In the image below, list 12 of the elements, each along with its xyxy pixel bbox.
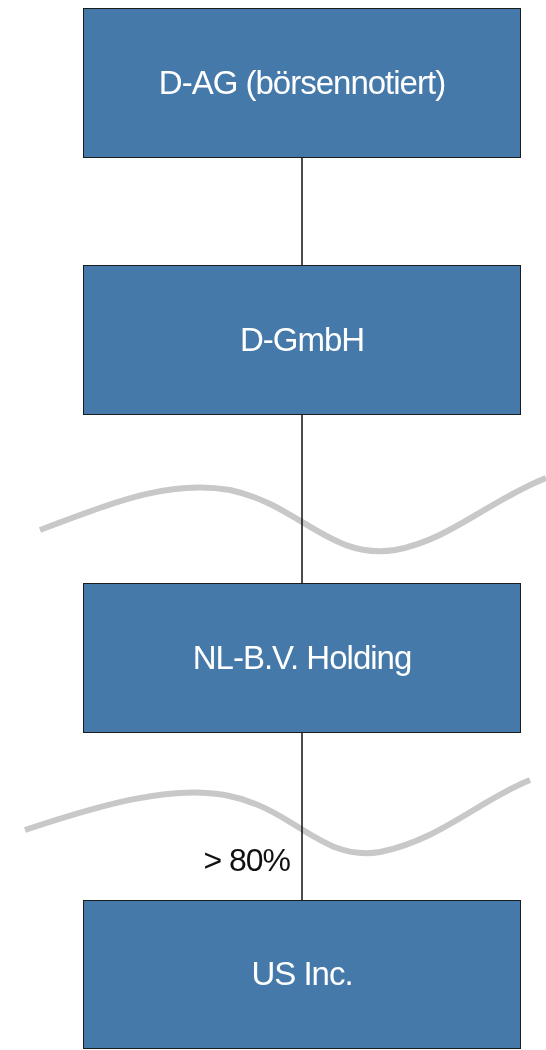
connector-line bbox=[301, 732, 303, 901]
edge-label: > 80% bbox=[203, 842, 290, 879]
entity-name: US Inc. bbox=[250, 954, 354, 995]
connector-line bbox=[301, 414, 303, 584]
entity-box bbox=[83, 265, 521, 415]
entity-box bbox=[83, 900, 521, 1049]
entity-name: D-GmbH bbox=[238, 319, 366, 360]
entity-name: NL-B.V. Holding bbox=[191, 637, 413, 678]
connector-line bbox=[301, 157, 303, 266]
entity-box bbox=[83, 8, 521, 158]
entity-box bbox=[83, 583, 521, 733]
entity-name: D-AG (börsennotiert) bbox=[157, 62, 447, 103]
